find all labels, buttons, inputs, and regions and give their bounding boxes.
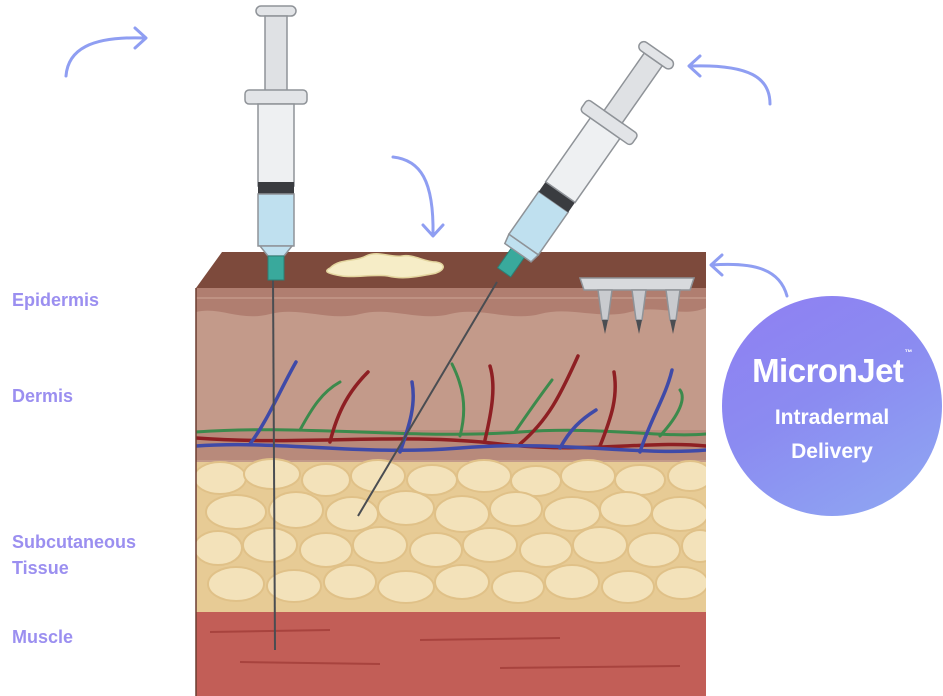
badge-line2: Delivery	[791, 440, 873, 463]
curved-arrow-icon	[687, 54, 772, 106]
skin-block	[196, 288, 706, 696]
curved-arrow-icon	[391, 155, 445, 238]
skin-surface	[196, 252, 706, 288]
curved-arrow-icon	[64, 26, 148, 78]
label-muscle: Muscle	[12, 627, 74, 647]
curved-arrow-icon	[709, 253, 789, 298]
label-subcutaneous-line1: Subcutaneous	[12, 532, 137, 552]
badge-brand: MicronJet™	[722, 348, 942, 390]
microneedle-device-icon	[578, 277, 696, 334]
blood-vessels	[196, 354, 706, 454]
subcutaneous-fat-layer	[196, 458, 706, 612]
badge-line1: Intradermal	[774, 406, 890, 429]
bleb-icon	[326, 253, 444, 279]
micronjet-badge: MicronJet™ Intradermal Delivery	[722, 296, 942, 516]
trademark-mark: ™	[904, 348, 912, 357]
label-dermis: Dermis	[12, 386, 74, 406]
label-epidermis: Epidermis	[12, 290, 100, 310]
epidermis-layer	[196, 288, 706, 317]
syringe-icon	[357, 40, 675, 517]
label-subcutaneous-tissue: Subcutaneous Tissue	[12, 529, 136, 581]
brand-name: MicronJet	[752, 352, 904, 389]
label-subcutaneous-line2: Tissue	[12, 558, 69, 578]
syringe-icon	[244, 5, 308, 651]
curved-arrows	[64, 26, 789, 298]
muscle-layer	[196, 605, 706, 696]
